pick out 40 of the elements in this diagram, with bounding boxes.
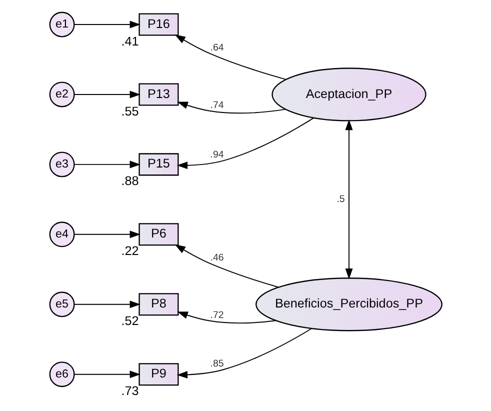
- edge-label: .5: [336, 194, 344, 205]
- arrow: [174, 34, 286, 80]
- arrow: [344, 119, 352, 280]
- edge-label: .74: [210, 100, 224, 112]
- node-label: .52: [120, 314, 138, 328]
- node-label: .22: [120, 244, 138, 258]
- node-circle: e5: [48, 292, 74, 318]
- arrow: [73, 160, 140, 168]
- arrow: [73, 20, 140, 28]
- node-circle: e6: [48, 362, 74, 388]
- node-label: .73: [120, 384, 138, 398]
- node-label: .55: [120, 104, 138, 118]
- edge-label: .94: [210, 150, 224, 161]
- node-box: P13: [138, 83, 178, 106]
- node-circle: e1: [48, 12, 74, 38]
- arrow: [73, 370, 140, 378]
- arrow: [174, 244, 278, 288]
- node-circle: e4: [48, 222, 74, 248]
- node-box: P8: [138, 293, 178, 316]
- node-box: P15: [138, 153, 178, 176]
- edge-label: .46: [210, 252, 224, 264]
- node-box: P9: [138, 363, 178, 386]
- arrow: [73, 230, 140, 238]
- arrow: [176, 312, 276, 324]
- node-ellipse: Aceptacion_PP: [271, 68, 426, 122]
- arrow: [176, 328, 312, 378]
- node-label: .41: [120, 34, 138, 48]
- node-circle: e3: [48, 152, 74, 178]
- edge-label: .64: [210, 42, 224, 54]
- edge-label: .72: [210, 310, 224, 321]
- node-ellipse: Beneficios_Percibidos_PP: [255, 278, 442, 332]
- node-box: P6: [138, 223, 178, 246]
- arrow: [73, 90, 140, 98]
- node-label: .88: [120, 174, 138, 188]
- arrow: [176, 102, 286, 114]
- node-box: P16: [138, 13, 178, 36]
- edge-label: .85: [210, 358, 224, 370]
- node-circle: e2: [48, 82, 74, 108]
- arrow: [73, 300, 140, 308]
- arrow: [176, 117, 314, 170]
